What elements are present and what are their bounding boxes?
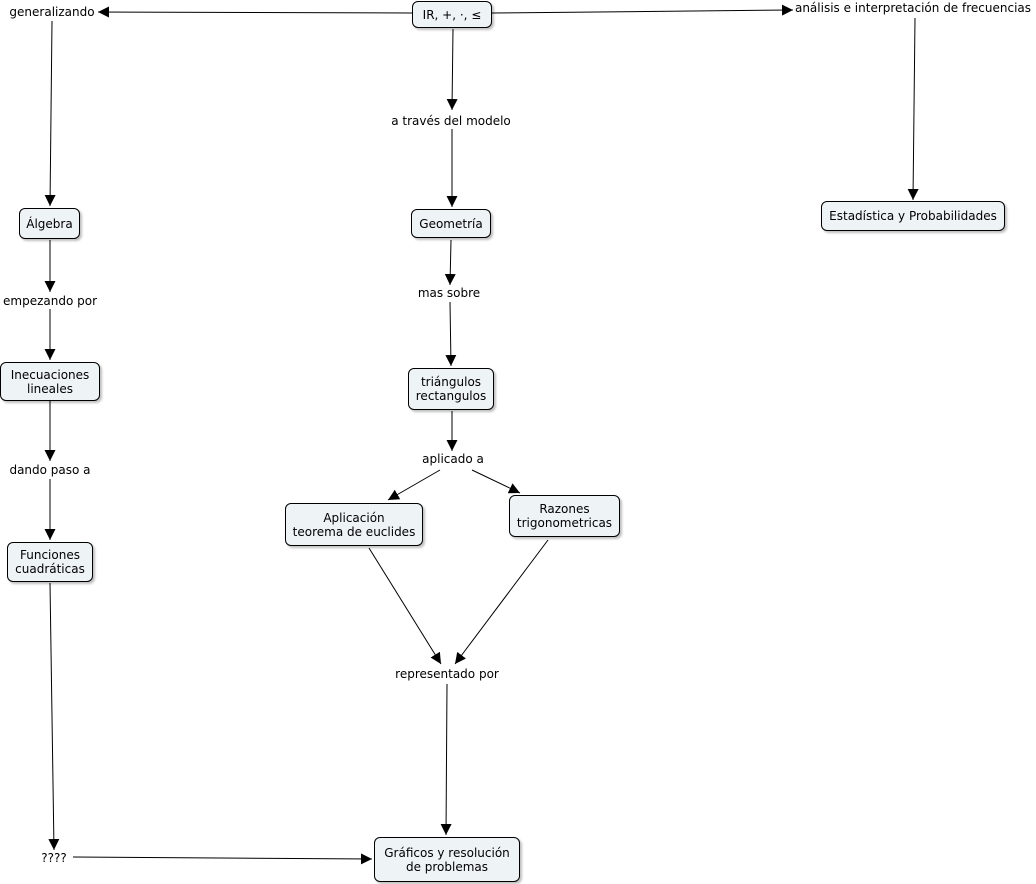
node-euclides[interactable]: Aplicación teorema de euclides xyxy=(285,503,423,546)
link-a-traves: a través del modelo xyxy=(391,114,511,128)
node-geometria[interactable]: Geometría xyxy=(411,209,491,238)
link-representado: representado por xyxy=(395,667,499,681)
link-aplicado: aplicado a xyxy=(422,452,484,466)
arrow-analisis-estadistica xyxy=(907,17,919,201)
arrow-incognita-graficos xyxy=(72,853,373,865)
arrow-mas-sobre-triangulos xyxy=(445,301,457,367)
link-mas-sobre: mas sobre xyxy=(417,286,481,300)
arrow-generalizando-algebra xyxy=(44,20,56,207)
link-generalizando: generalizando xyxy=(9,5,95,19)
link-dando-paso: dando paso a xyxy=(9,463,91,477)
node-graficos[interactable]: Gráficos y resolución de problemas xyxy=(374,837,520,882)
link-incognita: ???? xyxy=(41,851,67,865)
arrow-geometria-mas-sobre xyxy=(444,239,456,286)
arrow-razones-representado xyxy=(454,539,549,665)
link-analisis: análisis e interpretación de frecuencias xyxy=(794,1,1032,15)
node-inecuaciones[interactable]: Inecuaciones lineales xyxy=(0,362,100,401)
arrow-root-a-traves xyxy=(446,28,458,111)
arrow-aplicado-euclides xyxy=(387,469,441,501)
node-root[interactable]: IR, +, ·, ≤ xyxy=(412,1,492,28)
node-triangulos[interactable]: triángulos rectangulos xyxy=(408,368,494,410)
arrow-aplicado-razones xyxy=(471,469,521,494)
node-estadistica[interactable]: Estadística y Probabilidades xyxy=(821,201,1005,231)
arrow-representado-graficos xyxy=(440,683,452,836)
node-algebra[interactable]: Álgebra xyxy=(19,208,80,239)
node-funciones[interactable]: Funciones cuadráticas xyxy=(7,542,93,582)
node-razones[interactable]: Razones trigonometricas xyxy=(509,495,620,537)
arrow-root-analisis xyxy=(491,4,794,16)
arrow-euclides-representado xyxy=(368,547,442,665)
arrow-root-generalizando xyxy=(97,6,413,18)
link-empezando: empezando por xyxy=(3,294,97,308)
arrow-funciones-incognita xyxy=(48,582,60,851)
